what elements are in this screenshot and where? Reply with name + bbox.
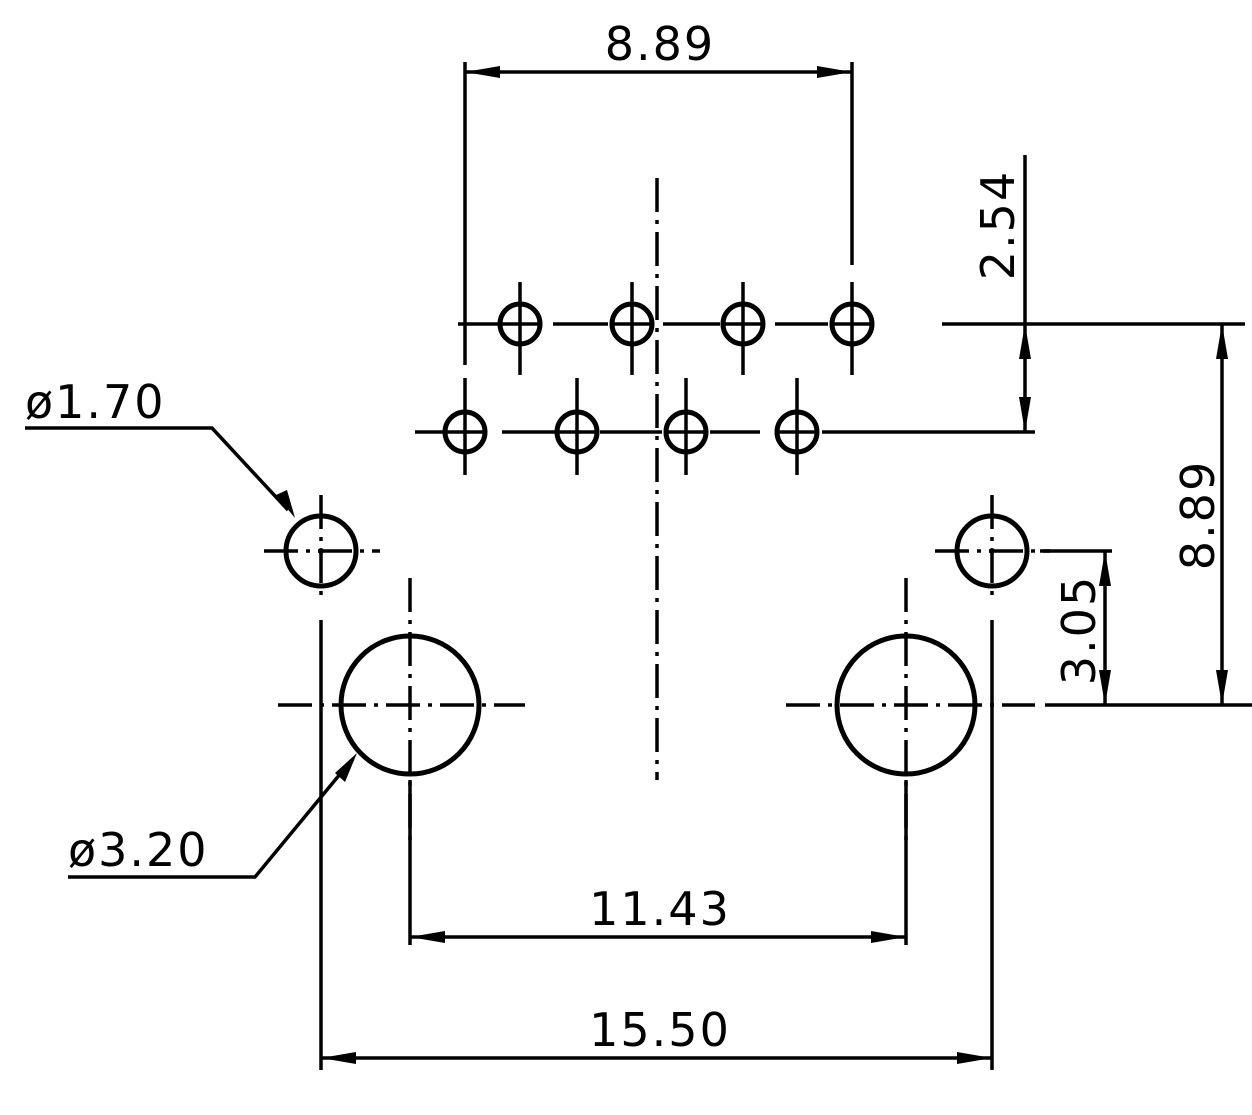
dim-label-locator-offset: 3.05	[1052, 575, 1106, 685]
pin-hole	[774, 378, 820, 475]
label-locator-diameter: ø1.70	[25, 375, 166, 429]
pin-hole	[829, 282, 875, 375]
dim-row-spacing: 2.54	[942, 155, 1245, 432]
pin-hole	[609, 282, 655, 375]
left-mount-hole	[278, 578, 525, 840]
top-pin-row	[458, 282, 875, 375]
leader-mount-diameter: ø3.20	[68, 753, 357, 879]
pin-hole	[720, 282, 766, 375]
dim-label-mount-hole-spacing: 11.43	[589, 882, 731, 936]
dim-row-to-mount-height: 8.89	[1045, 324, 1252, 707]
dim-label-row-to-mount-height: 8.89	[1171, 460, 1225, 570]
pin-hole	[554, 378, 600, 475]
pin-hole	[497, 282, 543, 375]
pin-hole	[663, 378, 709, 475]
right-mount-hole	[786, 578, 1035, 840]
right-locator-hole	[935, 495, 1050, 600]
dim-locator-offset: 3.05	[1040, 549, 1112, 705]
label-mount-diameter: ø3.20	[68, 823, 209, 877]
dim-label-locator-spacing: 15.50	[589, 1003, 731, 1057]
dim-pin-pitch-width: 8.89	[463, 17, 854, 365]
dim-label-pin-pitch-width: 8.89	[605, 17, 715, 71]
pin-hole	[442, 378, 488, 475]
leader-locator-diameter: ø1.70	[25, 375, 295, 518]
dim-label-row-spacing: 2.54	[971, 170, 1025, 280]
bottom-pin-row	[415, 378, 1035, 475]
dim-locator-spacing: 15.50	[321, 1003, 992, 1064]
dim-mount-hole-spacing: 11.43	[410, 882, 906, 943]
left-locator-hole	[264, 495, 380, 600]
